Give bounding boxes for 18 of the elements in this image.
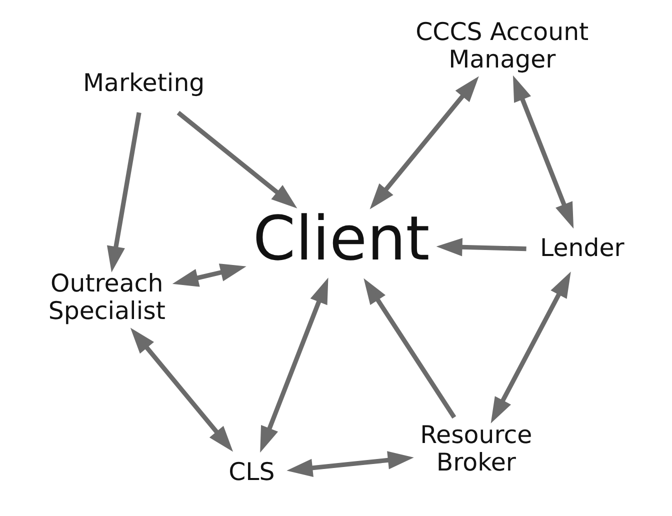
arrow (106, 112, 141, 272)
arrow (436, 238, 526, 256)
node-text: Lender (540, 233, 624, 262)
arrow (172, 264, 246, 287)
arrow (369, 76, 478, 210)
node-text: Marketing (82, 68, 204, 97)
arrow (363, 278, 456, 419)
arrow (260, 278, 328, 453)
arrow (176, 110, 297, 208)
node-text: CCCS Account Manager (415, 16, 588, 74)
arrow (490, 272, 570, 424)
node-text: Client (252, 203, 430, 274)
node-text: Resource Broker (420, 420, 532, 477)
node-text: CLS (228, 457, 274, 486)
arrow (286, 451, 414, 477)
node-text: Outreach Specialist (48, 268, 165, 325)
arrow (512, 75, 574, 229)
arrow (130, 328, 233, 452)
